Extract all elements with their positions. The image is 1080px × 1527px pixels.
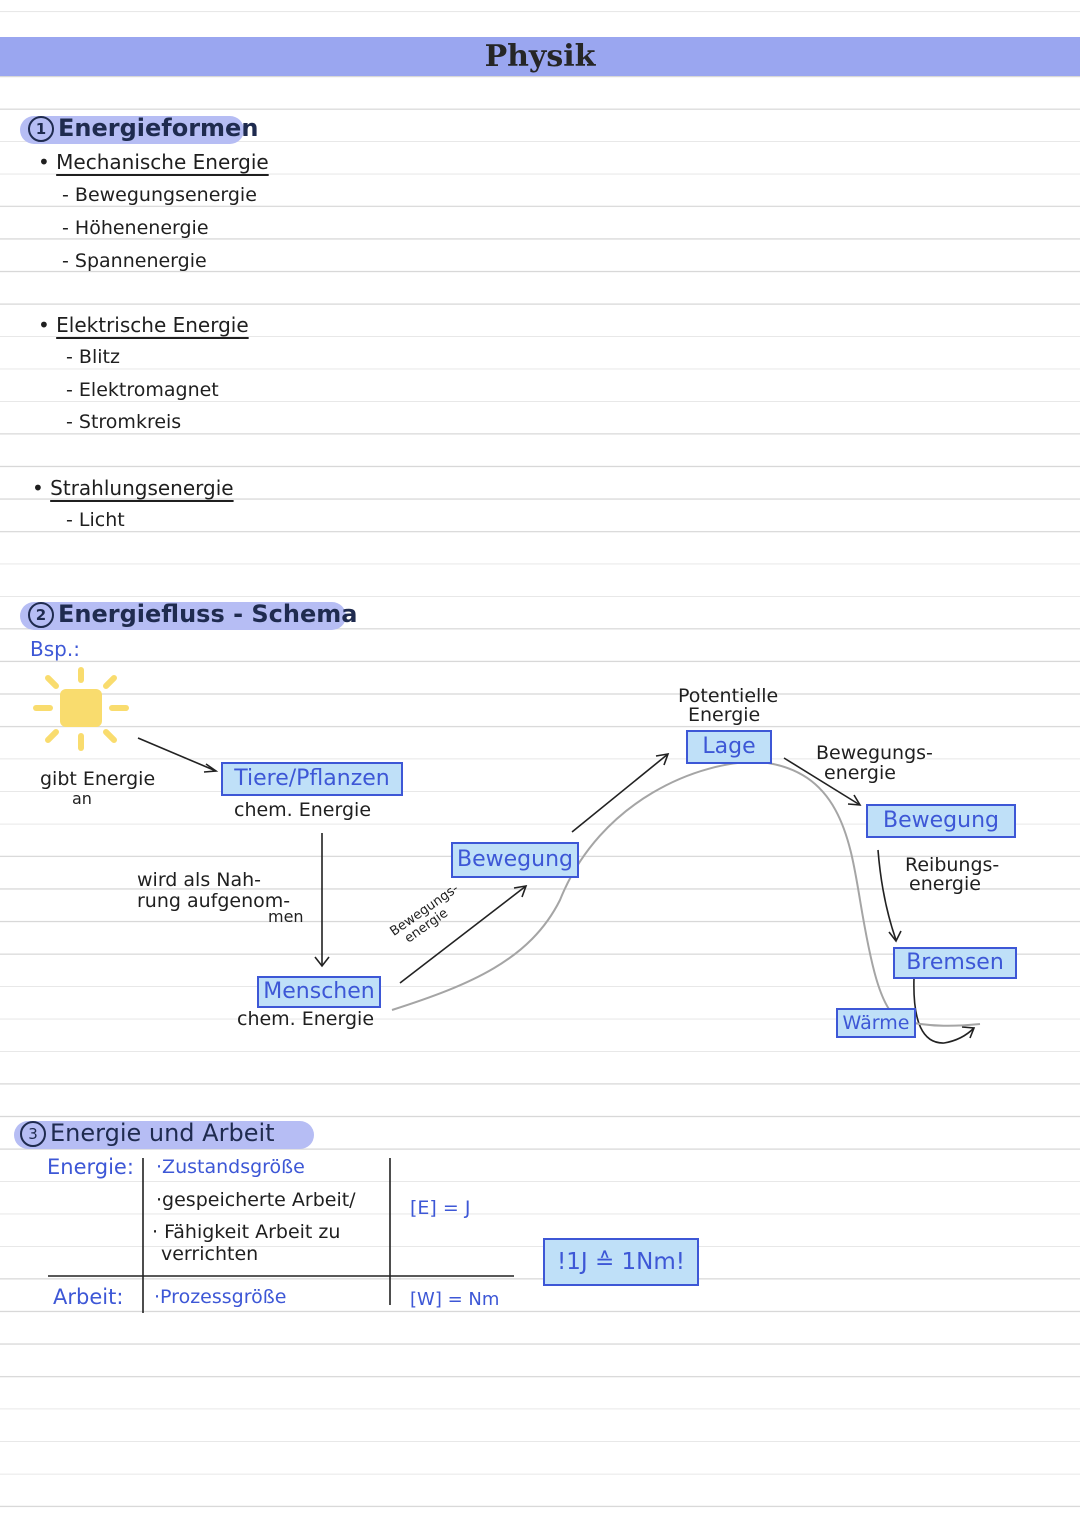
section3-highlight bbox=[14, 1121, 314, 1149]
arrow-tiere-to-menschen bbox=[314, 833, 330, 968]
menschen-energy-label: chem. Energie bbox=[237, 1008, 375, 1030]
arrow-bewegung2-to-bremsen bbox=[877, 849, 902, 943]
list-item: - Licht bbox=[66, 509, 125, 531]
potentielle-line1: Potentielle bbox=[678, 685, 779, 707]
group-mechanical-heading: • Mechanische Energie bbox=[38, 150, 269, 174]
section1-highlight bbox=[20, 116, 244, 144]
energie-unit: [E] = J bbox=[410, 1197, 471, 1219]
list-item: - Blitz bbox=[66, 346, 120, 368]
tiere-energy-label: chem. Energie bbox=[234, 799, 372, 821]
sun-note-line2: an bbox=[72, 789, 92, 808]
arrow-label-2-line2: energie bbox=[824, 762, 896, 784]
box-tiere-pflanzen: Tiere/Pflanzen bbox=[221, 762, 403, 796]
list-item: - Stromkreis bbox=[66, 411, 182, 433]
list-item: - Spannenergie bbox=[62, 250, 207, 272]
energy-hill-curve bbox=[391, 760, 981, 1027]
arrow-bewegung-to-lage bbox=[571, 752, 670, 833]
box-menschen: Menschen bbox=[257, 976, 381, 1008]
nahrung-line2: rung aufgenom- bbox=[137, 890, 291, 912]
group-electric-heading: • Elektrische Energie bbox=[38, 313, 249, 337]
energie-point-4: verrichten bbox=[161, 1243, 259, 1265]
section2-highlight bbox=[20, 602, 346, 630]
list-item: - Bewegungsenergie bbox=[62, 184, 257, 206]
potentielle-line2: Energie bbox=[688, 704, 761, 726]
arrow-label-2-line1: Bewegungs- bbox=[816, 742, 933, 764]
sun-icon bbox=[33, 667, 129, 751]
sun-note-line1: gibt Energie bbox=[40, 768, 156, 790]
nahrung-line1: wird als Nah- bbox=[137, 869, 262, 891]
unit-highlight-box: !1J ≙ 1Nm! bbox=[543, 1238, 699, 1286]
nahrung-line3: men bbox=[268, 907, 304, 926]
arrow-label-1: Bewegungs- energie bbox=[387, 881, 462, 947]
box-lage: Lage bbox=[686, 730, 772, 764]
header-bar bbox=[0, 37, 1080, 76]
energie-point-2: ·gespeicherte Arbeit/ bbox=[156, 1189, 356, 1211]
box-bewegung-2: Bewegung bbox=[866, 804, 1016, 838]
group-radiation-heading: • Strahlungsenergie bbox=[32, 476, 234, 500]
section3-number: 3 bbox=[20, 1121, 46, 1147]
energie-label: Energie: bbox=[47, 1155, 134, 1179]
arbeit-unit: [W] = Nm bbox=[410, 1289, 500, 1310]
box-bewegung-1: Bewegung bbox=[451, 842, 579, 878]
arbeit-point-1: ·Prozessgröße bbox=[154, 1286, 287, 1308]
section2-number: 2 bbox=[28, 602, 54, 628]
energie-point-3: · Fähigkeit Arbeit zu bbox=[152, 1221, 341, 1243]
list-item: - Elektromagnet bbox=[66, 379, 219, 401]
list-item: - Höhenenergie bbox=[62, 217, 209, 239]
arrow-sun-to-tiere bbox=[137, 737, 219, 773]
reibung-line1: Reibungs- bbox=[905, 854, 1000, 876]
box-bremsen: Bremsen bbox=[893, 947, 1017, 979]
example-label: Bsp.: bbox=[30, 637, 80, 661]
section1-number: 1 bbox=[28, 116, 54, 142]
arbeit-label: Arbeit: bbox=[53, 1285, 124, 1309]
energie-point-1: ·Zustandsgröße bbox=[156, 1156, 305, 1178]
box-waerme: Wärme bbox=[836, 1008, 916, 1038]
page-title: Physik bbox=[484, 39, 596, 74]
reibung-line2: energie bbox=[909, 873, 981, 895]
arrow-bremsen-to-waerme bbox=[913, 977, 976, 1044]
